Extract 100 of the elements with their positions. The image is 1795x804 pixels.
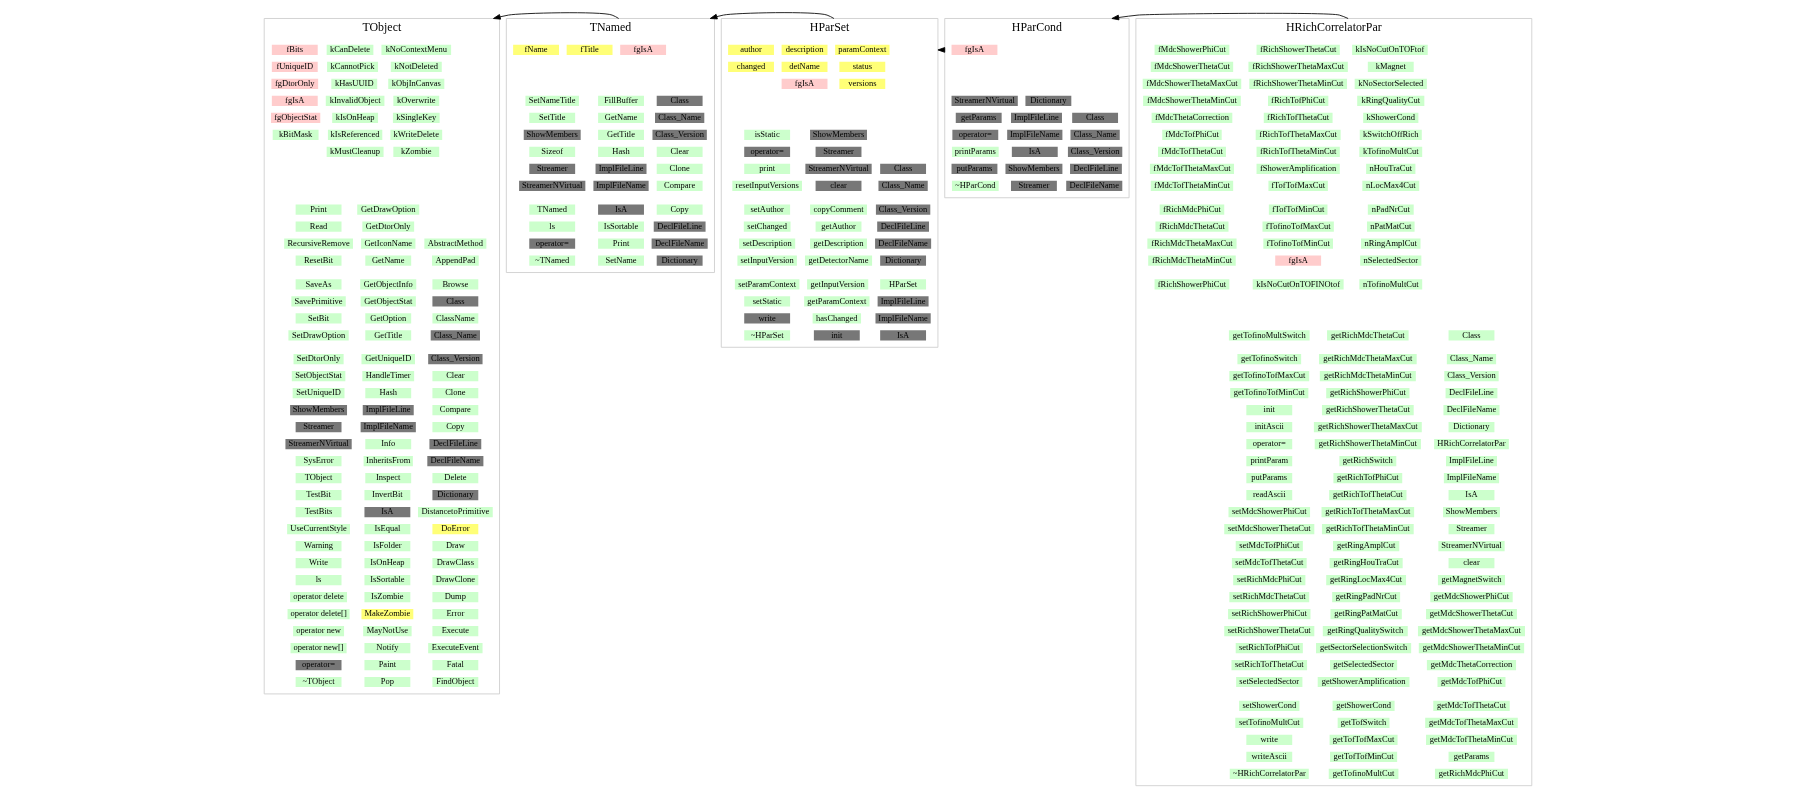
node-box: hasChanged (812, 313, 861, 324)
node-box: Dictionary (656, 255, 703, 266)
node-box: DeclFileLine (876, 221, 929, 232)
node-box: DeclFileLine (653, 221, 706, 232)
node-box: fTofTofMaxCut (1267, 180, 1328, 191)
node-box: setMdcShowerThetaCut (1223, 524, 1314, 535)
node-box: nTofinoMultCut (1358, 279, 1422, 290)
node-box: ClassName (431, 313, 478, 324)
node-box: Streamer (1448, 524, 1494, 535)
node-box: SetNameTitle (524, 95, 579, 106)
node-box: Dump (431, 591, 478, 603)
node-box: fgIsA (781, 78, 827, 89)
node-box: fMdcShowerThetaMaxCut (1142, 78, 1241, 89)
node-box: IsOnHeap (363, 558, 410, 569)
node-box: GetTitle (364, 330, 411, 341)
node-box: DeclFileLine (1445, 388, 1497, 399)
node-box: print (743, 163, 790, 174)
node-box: ExecuteEvent (427, 642, 483, 654)
node-box: kMustCleanup (326, 146, 384, 157)
node-box: Dictionary (879, 255, 926, 266)
node-box: Error (431, 608, 478, 620)
node-box: ImplFileLine (1445, 456, 1497, 467)
node-box: MakeZombie (360, 608, 413, 620)
node-box: SetDrawOption (287, 330, 349, 341)
node-box: putParams (1245, 473, 1292, 484)
node-box: getTofTofMinCut (1329, 751, 1397, 762)
node-box: kIsNoCutOnTOFINOtof (1252, 279, 1344, 290)
node-box: kCannotPick (326, 61, 378, 72)
node-box: getParams (955, 112, 1002, 123)
arrow (709, 12, 834, 20)
node-box: Class_Name (1446, 354, 1496, 365)
node-box: TestBit (295, 490, 341, 501)
node-box: ~HParCond (951, 180, 999, 191)
node-box: setDescription (738, 238, 795, 249)
node-box: resetInputVersions (731, 180, 802, 191)
node-box: ImplFileName (592, 180, 649, 191)
node-box: getTofinoTofMinCut (1229, 388, 1308, 399)
node-box: DeclFileLine (1069, 163, 1122, 174)
node-box: kNotDeleted (390, 61, 442, 72)
node-box: fTofinoTofMinCut (1262, 238, 1333, 249)
node-box: Class_Name (877, 180, 928, 191)
node-box: fRichTofThetaMinCut (1256, 146, 1340, 157)
node-box: kBitMask (272, 129, 319, 140)
node-box: getMdcThetaCorrection (1426, 659, 1516, 671)
node-box: getInputVersion (806, 279, 868, 290)
node-box: Hash (597, 146, 644, 157)
node-box: fRichMdcThetaMinCut (1147, 255, 1236, 266)
node-box: getDescription (809, 238, 867, 249)
node-box: setRichTofThetaCut (1230, 659, 1307, 671)
node-box: detName (781, 61, 827, 72)
node-box: fMdcShowerPhiCut (1154, 44, 1229, 55)
node-box: kCanDelete (326, 44, 373, 55)
node-box: StreamerNVirtual (284, 439, 352, 450)
node-box: ShowMembers (1442, 507, 1500, 518)
node-box: kSingleKey (392, 112, 440, 123)
node-box: kIsOnHeap (331, 112, 378, 123)
node-box: IsA (879, 330, 926, 341)
node-box: Fatal (431, 659, 478, 671)
node-box: IsA (597, 204, 644, 215)
node-box: Clear (656, 146, 703, 157)
node-box: kOverwrite (392, 95, 439, 106)
arrow (1111, 12, 1349, 21)
node-box: Inspect (364, 473, 411, 484)
node-box: description (781, 44, 827, 55)
node-box: Copy (656, 204, 703, 215)
node-box: GetName (364, 255, 411, 266)
node-box: kRingQualityCut (1356, 95, 1424, 106)
node-box: FindObject (431, 676, 478, 688)
node-box: DoError (431, 524, 478, 535)
node-box: fBits (271, 44, 318, 55)
node-box: Warning (295, 541, 341, 552)
node-box: getParams (1448, 751, 1494, 762)
node-box: getMdcTofPhiCut (1437, 676, 1505, 688)
node-box: SetDtorOnly (293, 354, 344, 365)
node-box: fRichMdcPhiCut (1159, 204, 1224, 215)
node-box: getTofinoMultCut (1328, 768, 1398, 779)
node-box: changed (727, 61, 774, 72)
node-box: operator delete[] (287, 608, 350, 620)
node-box: IsSortable (363, 575, 410, 586)
node-box: ImplFileName (875, 313, 931, 324)
node-box: fRichShowerThetaMinCut (1248, 78, 1347, 89)
node-box: getRingPadNrCut (1331, 591, 1400, 603)
node-box: Class (656, 95, 703, 106)
node-box: fMdcTofThetaMaxCut (1149, 163, 1234, 174)
node-box: setRichShowerThetaCut (1223, 625, 1314, 637)
node-box: getShowerAmplification (1317, 676, 1409, 688)
node-box: DeclFileName (874, 238, 931, 249)
node-box: Info (364, 439, 411, 450)
node-box: nHouTraCut (1365, 163, 1415, 174)
node-box: setRichTofPhiCut (1235, 642, 1303, 654)
node-box: Print (295, 204, 341, 215)
node-box: getRichMdcThetaMaxCut (1318, 354, 1417, 365)
node-box: DeclFileName (1065, 180, 1122, 191)
node-box: Draw (431, 541, 478, 552)
node-box: setTofinoMultCut (1234, 717, 1303, 728)
node-box: fTitle (566, 44, 613, 55)
node-box: getRichShowerThetaCut (1321, 405, 1414, 416)
node-box: SysError (295, 456, 341, 467)
node-box: readAscii (1245, 490, 1292, 501)
node-box: Class_Name (430, 330, 480, 341)
